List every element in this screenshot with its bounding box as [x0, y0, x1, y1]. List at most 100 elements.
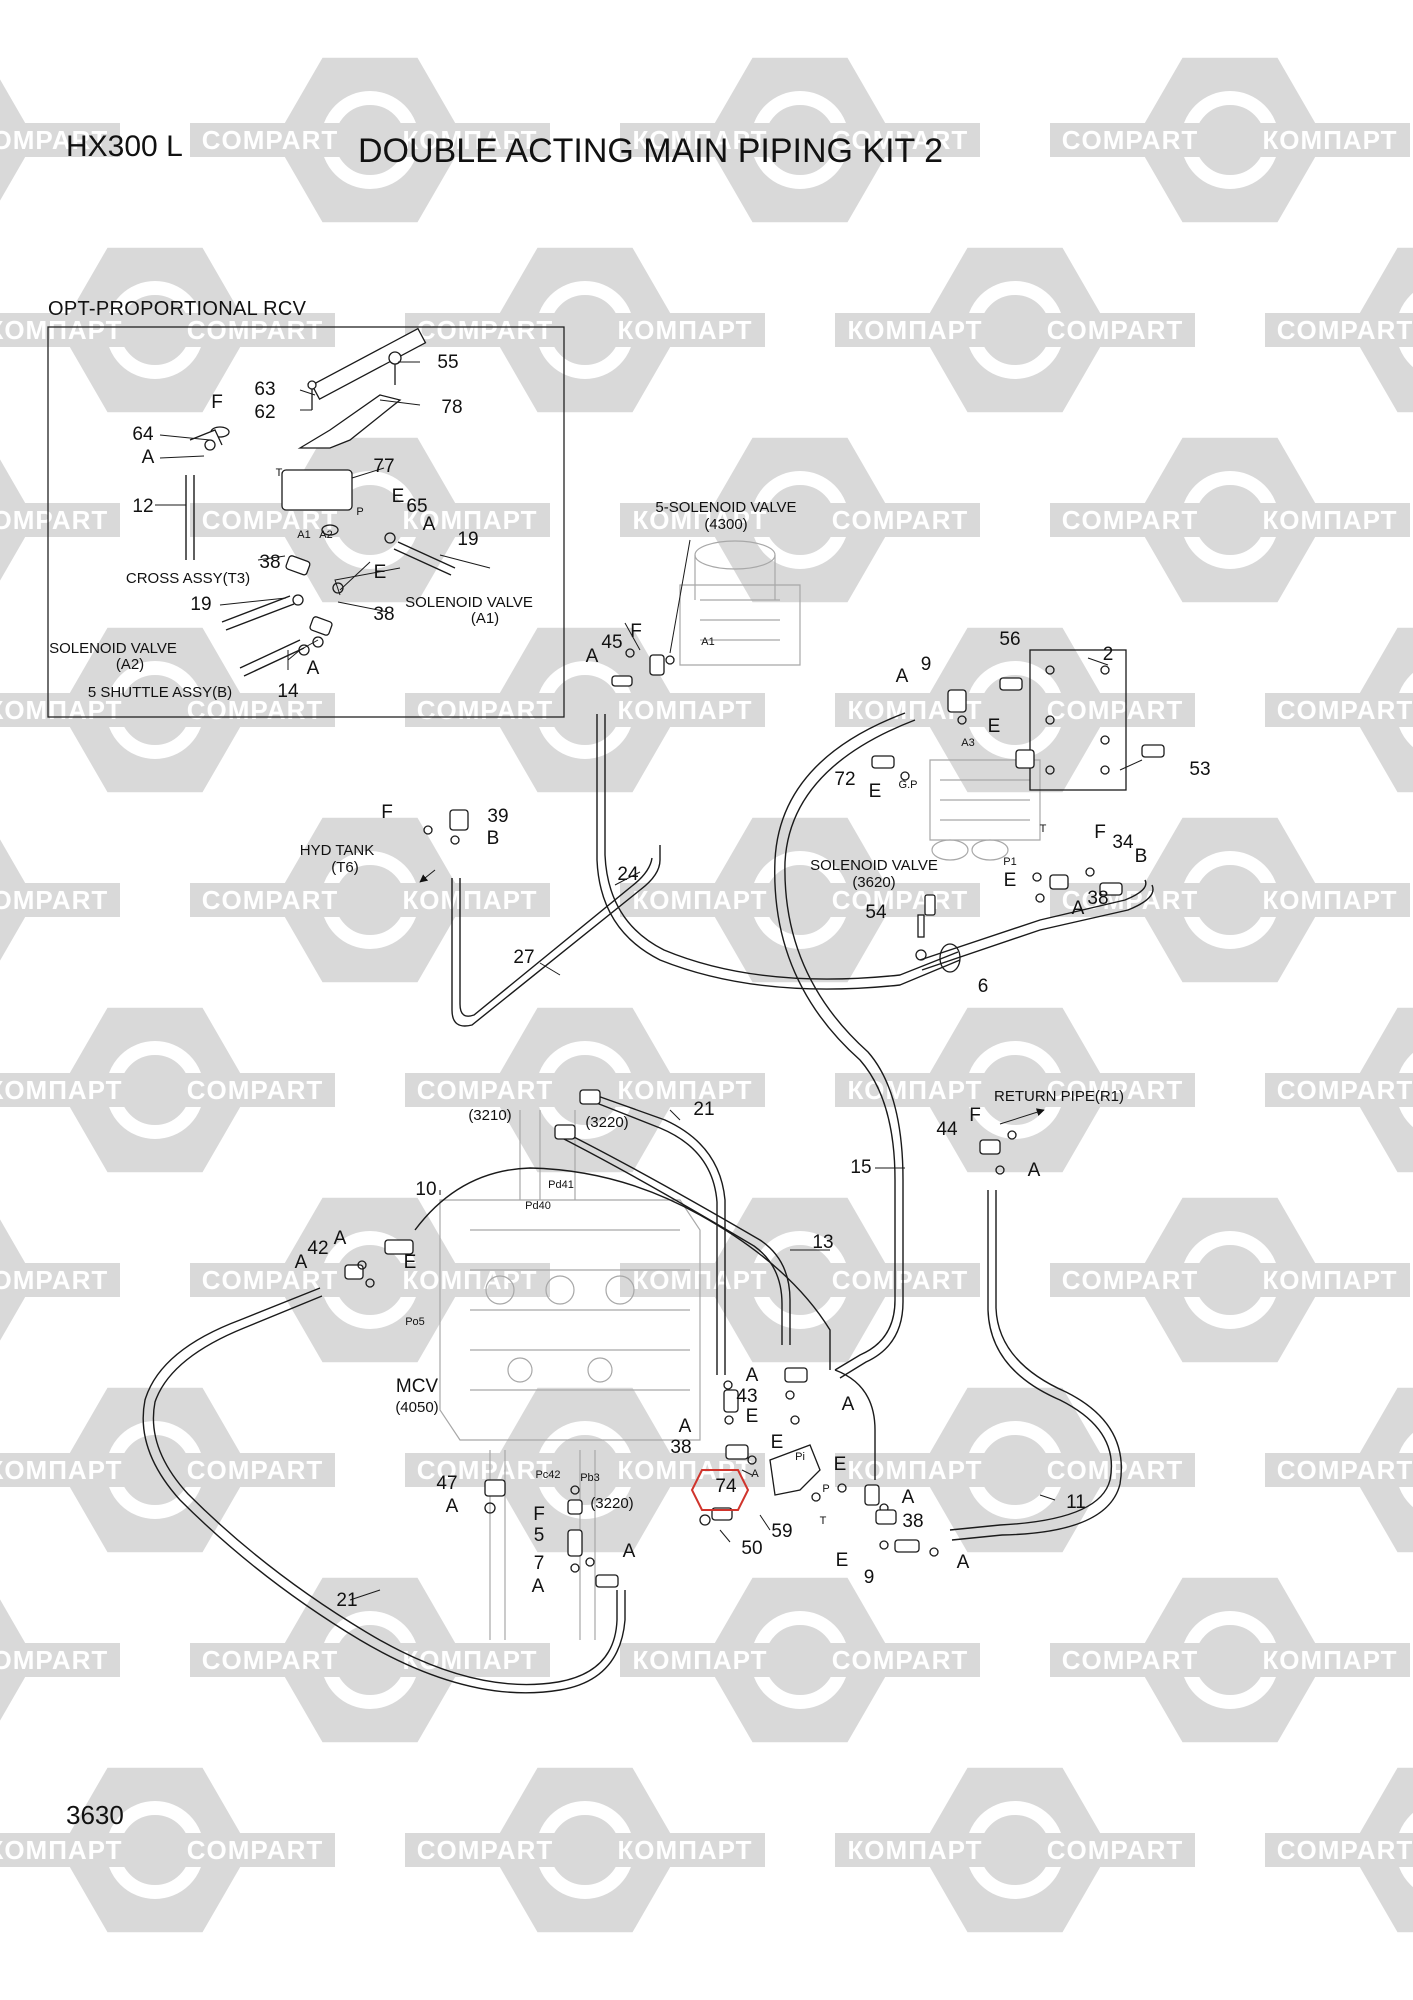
part-label-n42: 42 [307, 1238, 328, 1259]
part-label-n38c: 38 [1087, 888, 1108, 909]
watermark-text: COMPART [0, 885, 108, 915]
part-label-nA16: A [623, 1541, 636, 1562]
watermark-text: КОМПАРТ [0, 1455, 123, 1485]
part-label-c3220b: (3220) [590, 1495, 633, 1512]
part-label-n38b: 38 [373, 604, 394, 625]
watermark-tile: КОМПАРТ COMPART [620, 1577, 980, 1743]
watermark-text: COMPART [0, 1265, 108, 1295]
hoses [142, 475, 1154, 1694]
part-label-pT3: T [820, 1515, 827, 1527]
watermark-text: COMPART [1277, 1835, 1413, 1865]
part-label-nB2: B [1135, 846, 1148, 867]
watermark-text: COMPART [832, 885, 969, 915]
watermark-text: COMPART [1062, 1265, 1199, 1295]
part-label-n44: 44 [936, 1119, 958, 1140]
watermark-text: COMPART [417, 1075, 554, 1105]
watermark-text: COMPART [832, 1645, 969, 1675]
part-label-nA8: A [334, 1228, 347, 1249]
part-label-n6: 6 [978, 976, 989, 997]
watermark-text: КОМПАРТ [1262, 125, 1397, 155]
part-label-n21b: 21 [336, 1590, 357, 1611]
watermark-text: COMPART [1047, 695, 1184, 725]
part-label-n62: 62 [254, 402, 275, 423]
part-label-n5: 5 [534, 1525, 545, 1546]
part-label-tankb: (T6) [331, 859, 359, 876]
part-label-n55: 55 [437, 352, 458, 373]
part-label-pA3: A3 [961, 737, 974, 749]
watermark-text: КОМПАРТ [632, 125, 767, 155]
part-label-nA12: A [679, 1416, 692, 1437]
part-label-n43: 43 [736, 1386, 757, 1407]
watermark-text: COMPART [832, 505, 969, 535]
part-label-n24: 24 [617, 864, 639, 885]
watermark-text: КОМПАРТ [402, 505, 537, 535]
part-label-nE8: E [771, 1432, 784, 1453]
watermark-text: КОМПАРТ [847, 1455, 982, 1485]
part-label-n45: 45 [601, 632, 622, 653]
part-label-n14: 14 [277, 681, 299, 702]
part-label-nB1: B [487, 828, 500, 849]
part-label-nE7: E [746, 1406, 759, 1427]
part-label-nA10: A [746, 1365, 759, 1386]
part-label-n56: 56 [999, 629, 1020, 650]
page-number: 3630 [66, 1800, 124, 1830]
part-label-n64: 64 [132, 424, 154, 445]
watermark-text: COMPART [1277, 1075, 1413, 1105]
watermark-text: COMPART [417, 315, 554, 345]
part-label-n65: 65 [406, 496, 427, 517]
part-label-cross: CROSS ASSY(T3) [126, 570, 250, 587]
watermark-text: COMPART [1047, 1835, 1184, 1865]
part-label-pA: A [751, 1468, 759, 1480]
watermark-text: КОМПАРТ [0, 315, 123, 345]
watermark-text: COMPART [202, 125, 339, 155]
part-label-nF4: F [381, 802, 393, 823]
watermark-text: КОМПАРТ [617, 1075, 752, 1105]
part-label-pA2: A2 [319, 529, 332, 541]
inset-frame [47, 326, 565, 718]
part-label-n78: 78 [441, 397, 462, 418]
part-label-c3210: (3210) [468, 1107, 511, 1124]
part-label-n38d: 38 [670, 1437, 691, 1458]
watermark-text: КОМПАРТ [632, 1645, 767, 1675]
part-label-pGP: G.P [899, 779, 918, 791]
watermark-text: COMPART [1062, 1645, 1199, 1675]
part-label-n13: 13 [812, 1232, 833, 1253]
part-label-n19a: 19 [457, 529, 478, 550]
part-label-pPo5: Po5 [405, 1316, 425, 1328]
part-label-nA1: A [142, 447, 155, 468]
part-label-nA13: A [902, 1487, 915, 1508]
part-label-n21a: 21 [693, 1099, 714, 1120]
part-label-n39: 39 [487, 806, 508, 827]
part-label-n12: 12 [132, 496, 153, 517]
highlight-74[interactable] [690, 1469, 750, 1511]
part-label-n72: 72 [834, 769, 855, 790]
part-label-n11: 11 [1066, 1492, 1086, 1513]
part-label-shuttle: 5 SHUTTLE ASSY(B) [88, 684, 232, 701]
part-label-n10: 10 [415, 1179, 436, 1200]
part-label-nE2: E [374, 562, 387, 583]
part-label-n19b: 19 [190, 594, 211, 615]
part-label-sv1: SOLENOID VALVE [405, 594, 533, 611]
part-label-nE6: E [404, 1252, 417, 1273]
watermark-text: КОМПАРТ [402, 1645, 537, 1675]
watermark-text: COMPART [417, 1835, 554, 1865]
part-label-c3220a: (3220) [585, 1114, 628, 1131]
part-label-sv4300a: 5-SOLENOID VALVE [655, 499, 796, 516]
watermark-text: COMPART [0, 125, 108, 155]
part-label-pT2: T [1040, 823, 1047, 835]
watermark-text: КОМПАРТ [0, 695, 123, 725]
watermark-text: COMPART [0, 505, 108, 535]
inset-title: OPT-PROPORTIONAL RCV [48, 298, 307, 320]
part-label-nE9: E [834, 1454, 847, 1475]
part-label-pPd41: Pd41 [548, 1179, 574, 1191]
part-label-return: RETURN PIPE(R1) [994, 1088, 1124, 1105]
part-label-nF7: F [533, 1504, 545, 1525]
